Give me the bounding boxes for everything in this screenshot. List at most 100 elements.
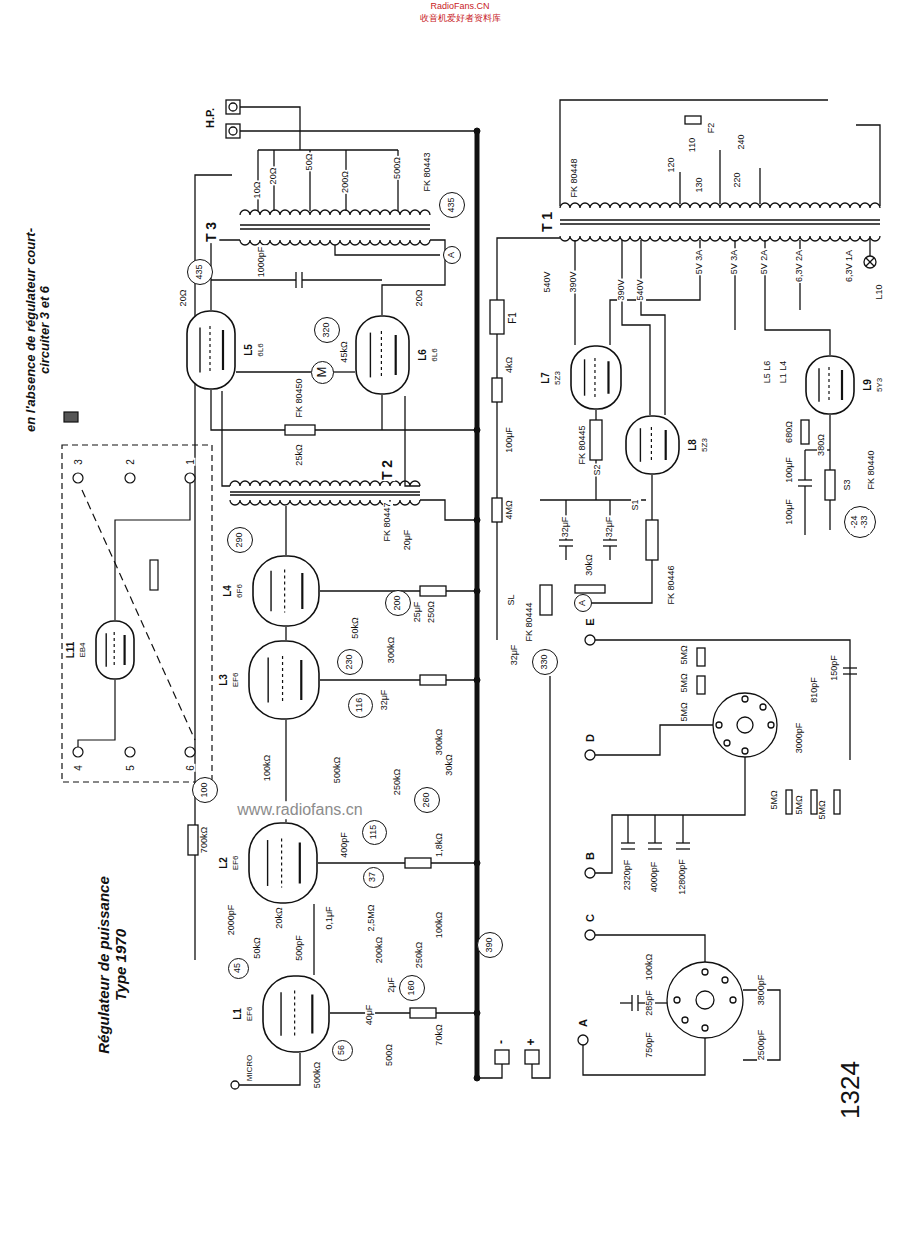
tube-type: 6L6 [431, 347, 440, 362]
schematic-wire [622, 240, 650, 415]
tube-envelope [249, 823, 317, 903]
component-value: 10Ω [253, 181, 263, 200]
schematic-wire [318, 862, 477, 863]
fuse-label: F1 [507, 311, 518, 325]
schematic-wire [585, 930, 595, 940]
callout-number: 37 [363, 867, 384, 888]
tube-grid [281, 838, 282, 887]
component-value: 100μF [785, 498, 795, 526]
component-value: 700kΩ [200, 826, 210, 854]
schematic-wire [578, 1035, 588, 1045]
schematic-wire [285, 506, 286, 555]
tube-name: L5 [243, 343, 254, 357]
transformer-winding [230, 491, 420, 492]
tube-plate [301, 573, 303, 609]
schematic-wire [742, 748, 748, 754]
schematic-wire [648, 848, 662, 849]
component-value: 500kΩ [313, 1061, 323, 1089]
component-value: 3000pF [795, 722, 805, 755]
component-value: 200Ω [341, 170, 351, 194]
schematic-wire [497, 238, 560, 300]
transformer-winding [240, 228, 430, 229]
component-value: 500Ω [385, 1043, 395, 1067]
tube-type: EF6 [232, 672, 241, 689]
schematic-wire [532, 676, 550, 1078]
schematic-wire [495, 1050, 509, 1064]
schematic-wire [559, 539, 573, 540]
schematic-wire [188, 825, 198, 855]
component-value: FK 80450 [295, 377, 305, 418]
schematic-wire [648, 842, 662, 843]
component-value: 5V 3A [695, 249, 705, 276]
component-value: 810pF [810, 676, 820, 704]
component-value: 45kΩ [340, 340, 350, 363]
tube-grid [594, 358, 595, 397]
tube-grid [381, 331, 382, 379]
schematic-wire [595, 640, 850, 760]
component-value: FK 80445 [578, 424, 588, 465]
component-value: 50kΩ [351, 616, 361, 639]
tube-name: L1 [232, 1007, 243, 1021]
schematic-wire [420, 500, 477, 520]
component-value: 20Ω [415, 289, 425, 308]
schematic-wire [239, 1053, 300, 1085]
schematic-wire [595, 725, 713, 755]
terminal-letter: B [584, 851, 596, 861]
schematic-wire [477, 1064, 502, 1078]
schematic-wire [631, 995, 632, 1011]
callout-number: 435 [439, 192, 465, 218]
component-value: 540V [543, 270, 553, 293]
component-value: 70kΩ [435, 1023, 445, 1046]
watermark: www.radiofans.cn [236, 801, 363, 819]
regulator-box [125, 747, 135, 757]
schematic-wire [603, 539, 617, 540]
callout-number: -24 -33 [844, 506, 876, 538]
callout-number: 290 [227, 527, 253, 553]
component-value: 5MΩ [770, 789, 780, 810]
callout-text: 390 [485, 936, 495, 953]
component-value: 400pF [340, 831, 350, 859]
regulator-box [150, 560, 158, 590]
schematic-wire [798, 479, 812, 480]
tube-cathode [270, 571, 271, 611]
component-value: 250Ω [427, 600, 437, 624]
schematic-wire [864, 256, 876, 268]
schematic-wire [866, 258, 874, 266]
component-value: FK 80443 [423, 151, 433, 192]
tube-cathode [640, 428, 641, 462]
terminal-sign: + [525, 1037, 538, 1046]
schematic-wire [610, 240, 700, 345]
schematic-wire [765, 240, 830, 355]
component-value: 390V [569, 270, 579, 293]
tube-envelope [186, 310, 236, 390]
tube-envelope [571, 346, 621, 409]
schematic-wire [834, 790, 840, 814]
component-value: SL [507, 593, 517, 606]
vacuum-tube: L66L6 [355, 315, 444, 395]
schematic-wire [211, 240, 240, 310]
vacuum-tube: L75Z3 [536, 345, 622, 410]
component-value: 5V 2A [760, 249, 770, 276]
tube-grid [828, 367, 829, 403]
tube-envelope [249, 641, 319, 719]
schematic-wire [676, 842, 690, 843]
component-value: 110 [688, 137, 698, 153]
callout-text: 115 [369, 824, 379, 840]
schematic-wire [382, 240, 445, 315]
vacuum-tube: L46F6 [218, 555, 320, 627]
component-value: 2320pF [623, 859, 633, 892]
component-value: 30kΩ [445, 753, 455, 776]
schematic-wire [585, 750, 595, 760]
component-value: 150pF [830, 654, 840, 682]
tube-envelope [570, 345, 622, 410]
regulator-box [73, 473, 83, 483]
schematic-wire [682, 1017, 688, 1023]
regulator-box [185, 473, 195, 483]
tube-type: EB4 [79, 641, 88, 658]
schematic-wire [620, 1002, 632, 1003]
tube-envelope [248, 822, 318, 904]
schematic-wire [627, 815, 628, 843]
callout-text: 290 [235, 531, 245, 548]
tube-envelope [805, 355, 855, 415]
schematic-wire [335, 245, 440, 255]
